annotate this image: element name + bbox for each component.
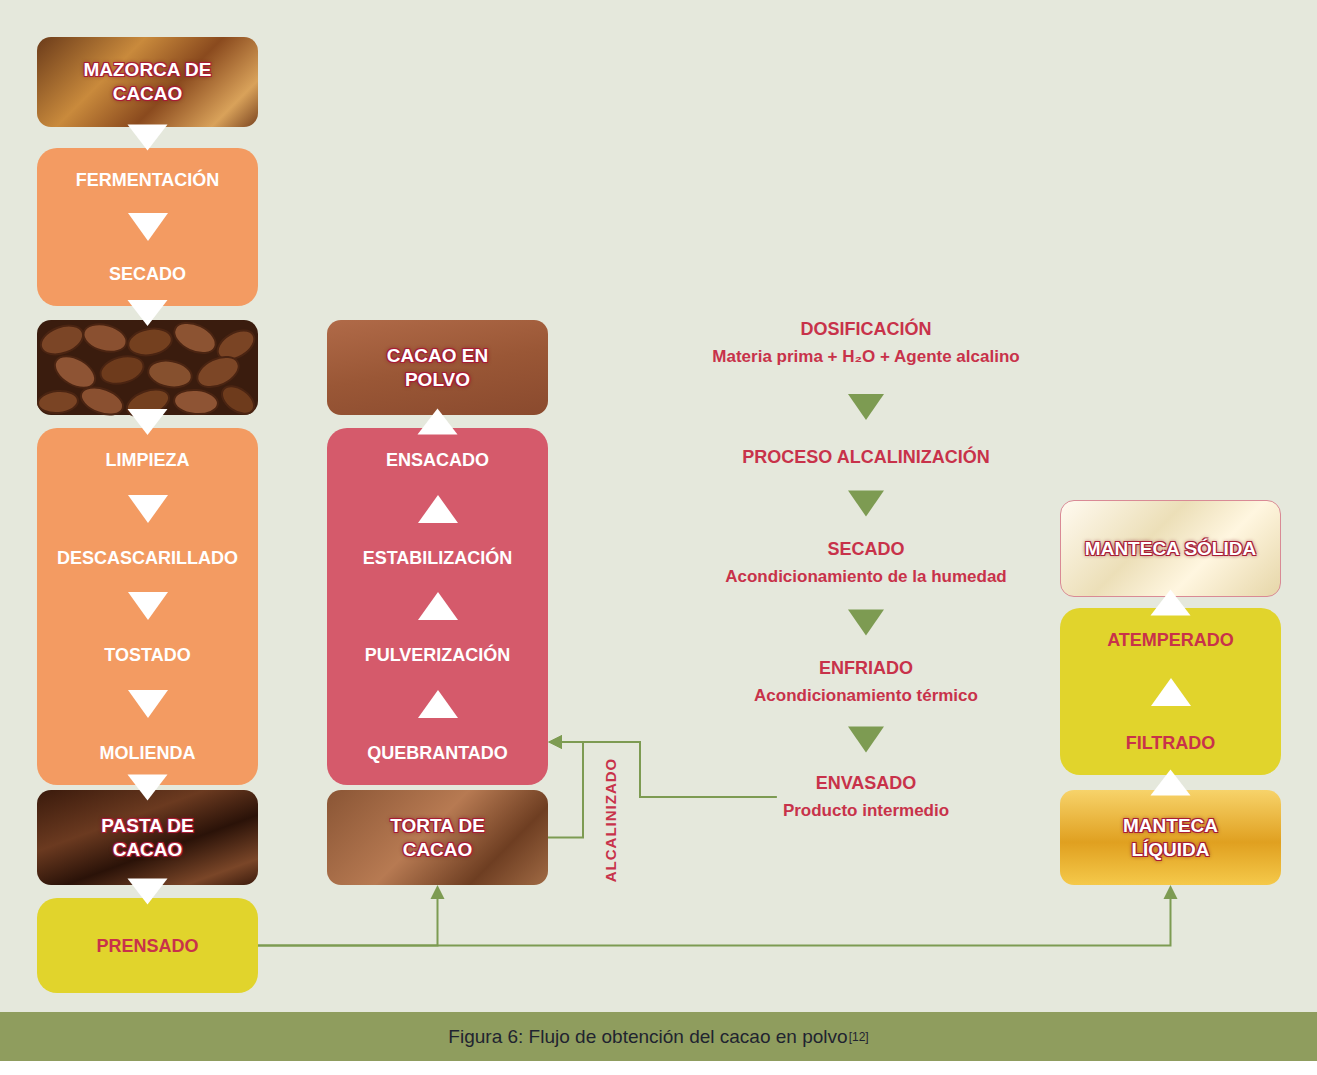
connector-line: [258, 897, 438, 946]
step-arrow: [418, 592, 458, 620]
node-text: Materia prima + H₂O + Agente alcalino: [712, 343, 1019, 370]
node-text: ENSACADO: [386, 450, 489, 470]
node-text: MOLIENDA: [100, 743, 196, 763]
node-text: MAZORCA DE CACAO: [73, 58, 223, 106]
photo-box: MANTECA LÍQUIDA: [1060, 790, 1281, 885]
step-arrow: [1151, 678, 1191, 706]
node-text: FERMENTACIÓN: [76, 170, 220, 190]
flow-connector: [258, 885, 1178, 946]
process-box: PRENSADO: [37, 898, 258, 993]
process-step: DOSIFICACIÓNMateria prima + H₂O + Agente…: [706, 316, 1025, 370]
process-step: SECADOAcondicionamiento de la humedad: [719, 536, 1012, 590]
process-step: ENFRIADOAcondicionamiento térmico: [748, 655, 984, 709]
flow-connector: [548, 735, 583, 838]
node-text: FILTRADO: [1126, 733, 1216, 753]
node-text: ATEMPERADO: [1107, 630, 1234, 650]
figure-caption: Figura 6: Flujo de obtención del cacao e…: [448, 1026, 847, 1048]
node-text: PULVERIZACIÓN: [365, 645, 511, 665]
arrow-head: [548, 735, 562, 749]
bottom-strip: [0, 1061, 1317, 1075]
process-band: ATEMPERADO FILTRADO: [1060, 608, 1281, 775]
node-text: PASTA DE CACAO: [73, 814, 223, 862]
node-text: CACAO EN POLVO: [363, 344, 513, 392]
node-text: TORTA DE CACAO: [363, 814, 513, 862]
photo-box: CACAO EN POLVO: [327, 320, 548, 415]
step-arrow: [128, 690, 168, 718]
step-arrow: [418, 495, 458, 523]
photo-box: TORTA DE CACAO: [327, 790, 548, 885]
flow-connector: [848, 727, 884, 753]
node-text: MANTECA SÓLIDA: [1085, 537, 1256, 561]
photo-box: PASTA DE CACAO: [37, 790, 258, 885]
node-text: ENFRIADO: [754, 655, 978, 682]
flow-arrow: [848, 727, 884, 753]
photo-box: MANTECA SÓLIDA: [1060, 500, 1281, 597]
node-text: ENVASADO: [783, 770, 949, 797]
node-text: PRENSADO: [96, 936, 198, 956]
arrow-head: [431, 885, 445, 899]
node-text: LIMPIEZA: [106, 450, 190, 470]
node-text: PROCESO ALCALINIZACIÓN: [742, 444, 989, 471]
flow-arrow: [128, 300, 168, 326]
step-arrow: [418, 690, 458, 718]
flow-connector: [128, 125, 168, 151]
node-text: DESCASCARILLADO: [57, 548, 238, 568]
flow-arrow: [848, 394, 884, 420]
flow-connector: [848, 394, 884, 420]
step-arrow: [128, 213, 168, 241]
node-text: SECADO: [109, 264, 186, 284]
step-arrow: [128, 495, 168, 523]
process-step: ENVASADOProducto intermedio: [777, 770, 955, 824]
edge-label: ALCALINIZADO: [602, 758, 620, 883]
node-text: Acondicionamiento de la humedad: [725, 563, 1006, 590]
node-text: MANTECA LÍQUIDA: [1096, 814, 1246, 862]
caption-band: Figura 6: Flujo de obtención del cacao e…: [0, 1012, 1317, 1061]
arrow-head: [1164, 885, 1178, 899]
flow-connector: [848, 610, 884, 636]
flow-connector: [258, 885, 445, 946]
node-text: ESTABILIZACIÓN: [363, 548, 513, 568]
process-band: LIMPIEZA DESCASCARILLADO TOSTADO MOLIENDA: [37, 428, 258, 785]
node-text: Acondicionamiento térmico: [754, 682, 978, 709]
flow-arrow: [128, 125, 168, 151]
connector-line: [560, 742, 777, 797]
flow-connector: [848, 491, 884, 517]
process-band: FERMENTACIÓN SECADO: [37, 148, 258, 306]
flow-connector: [548, 735, 777, 797]
process-band: ENSACADO ESTABILIZACIÓN PULVERIZACIÓN QUEBR…: [327, 428, 548, 785]
connector-line: [548, 742, 583, 838]
node-text: Producto intermedio: [783, 797, 949, 824]
step-arrow: [128, 592, 168, 620]
cocoa-beans-photo: [37, 317, 259, 422]
photo-box: MAZORCA DE CACAO: [37, 37, 258, 127]
node-text: QUEBRANTADO: [367, 743, 508, 763]
node-text: SECADO: [725, 536, 1006, 563]
flow-arrow: [848, 491, 884, 517]
connector-line: [258, 897, 1171, 946]
reference-number: [12]: [849, 1030, 869, 1044]
arrow-head: [548, 735, 562, 749]
node-text: TOSTADO: [104, 645, 190, 665]
process-step: PROCESO ALCALINIZACIÓN: [736, 444, 995, 471]
flow-arrow: [848, 610, 884, 636]
node-text: DOSIFICACIÓN: [712, 316, 1019, 343]
